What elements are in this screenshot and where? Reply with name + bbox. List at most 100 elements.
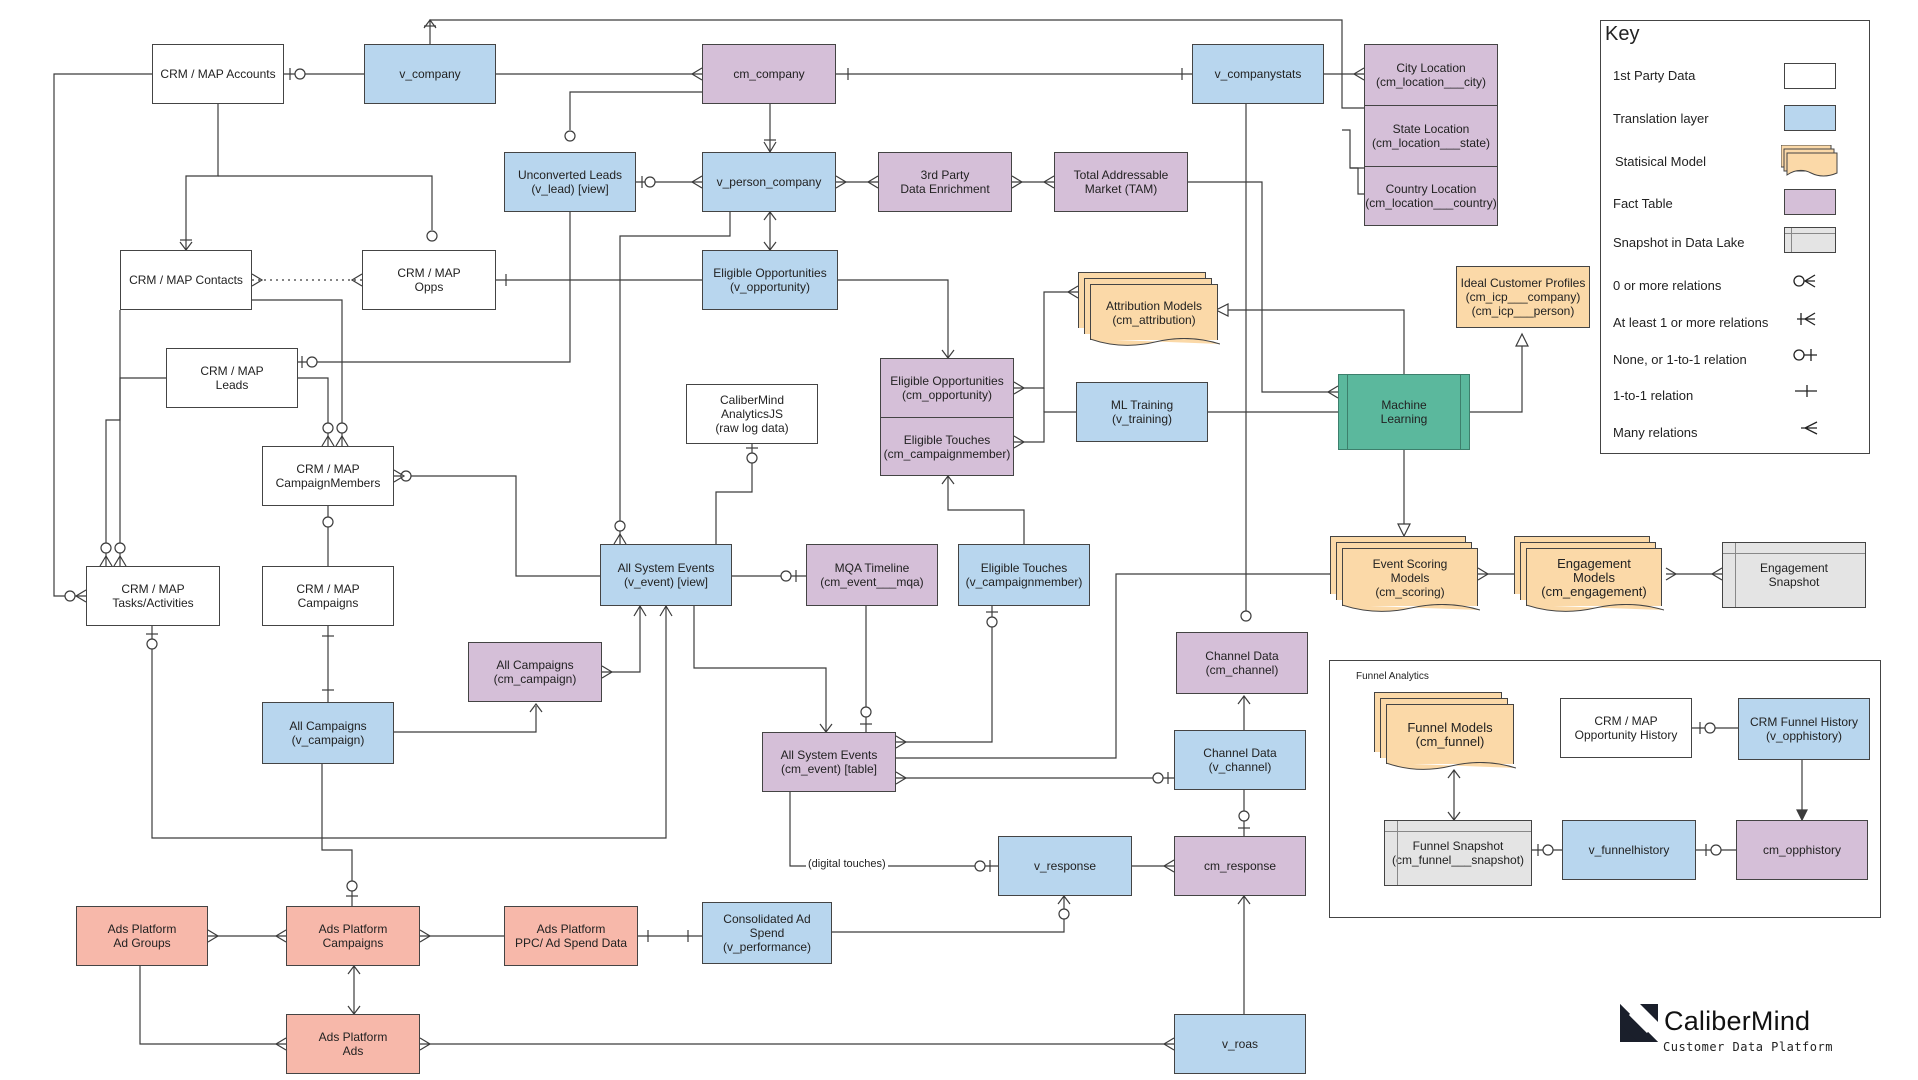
zero-marker	[336, 422, 348, 434]
eligible-touches-view-node[interactable]: Eligible Touches (v_campaignmember)	[958, 544, 1090, 606]
zero-marker	[1710, 844, 1722, 856]
node-label: (cm_campaign)	[493, 672, 577, 686]
analyticsjs-node[interactable]: CaliberMind AnalyticsJS (raw log data)	[686, 384, 818, 444]
zero-marker	[294, 68, 306, 80]
attribution-models-node[interactable]: Attribution Models (cm_attribution)	[1078, 272, 1220, 346]
zero-marker	[322, 516, 334, 528]
node-label: Unconverted Leads	[517, 168, 623, 182]
ideal-customer-profiles-node[interactable]: Ideal Customer Profiles (cm_icp___compan…	[1456, 266, 1590, 332]
doc-wave	[1342, 604, 1480, 612]
mqa-timeline-node[interactable]: MQA Timeline (cm_event___mqa)	[806, 544, 938, 606]
crm-leads-node[interactable]: CRM / MAP Leads	[166, 348, 298, 408]
doc-front: Ideal Customer Profiles (cm_icp___compan…	[1456, 266, 1590, 328]
cm-opphistory-node[interactable]: cm_opphistory	[1736, 820, 1868, 880]
location-fact-stack[interactable]: City Location (cm_location___city) State…	[1364, 44, 1498, 226]
all-campaigns-view-node[interactable]: All Campaigns (v_campaign)	[262, 702, 394, 764]
funnel-models-node[interactable]: Funnel Models (cm_funnel)	[1374, 692, 1516, 770]
zero-marker	[100, 542, 112, 554]
consolidated-ad-spend-node[interactable]: Consolidated Ad Spend (v_performance)	[702, 902, 832, 964]
zero-marker	[1238, 810, 1250, 822]
stack-divider	[1365, 105, 1497, 106]
eligible-opportunities-view-node[interactable]: Eligible Opportunities (v_opportunity)	[702, 250, 838, 310]
node-label: Ad Groups	[113, 936, 171, 950]
edge	[1014, 411, 1076, 443]
v-companystats-node[interactable]: v_companystats	[1192, 44, 1324, 104]
ads-ads-node[interactable]: Ads Platform Ads	[286, 1014, 420, 1074]
engagement-snapshot-node[interactable]: Engagement Snapshot	[1722, 542, 1866, 608]
node-label: (cm_location___country)	[1365, 196, 1497, 210]
node-label: (cm_event) [table]	[780, 762, 878, 776]
v-roas-node[interactable]: v_roas	[1174, 1014, 1306, 1074]
channel-data-fact-node[interactable]: Channel Data (cm_channel)	[1176, 632, 1308, 694]
edge	[298, 212, 571, 363]
crm-campaigns-node[interactable]: CRM / MAP Campaigns	[262, 566, 394, 626]
zero-marker	[1240, 610, 1252, 622]
node-label: CRM / MAP	[1594, 714, 1658, 728]
edge	[832, 896, 1065, 933]
node-label: Funnel Snapshot	[1412, 839, 1504, 853]
cm-response-node[interactable]: cm_response	[1174, 836, 1306, 896]
zero-marker	[1152, 772, 1164, 784]
event-scoring-models-node[interactable]: Event Scoring Models (cm_scoring)	[1330, 536, 1480, 612]
edge	[321, 764, 353, 906]
node-label: CaliberMind	[719, 393, 785, 407]
zero-marker	[64, 590, 76, 602]
edge	[947, 476, 1025, 544]
node-label: Learning	[1380, 412, 1428, 426]
all-system-events-view-node[interactable]: All System Events (v_event) [view]	[600, 544, 732, 606]
node-label: PPC/ Ad Spend Data	[514, 936, 628, 950]
crm-opportunity-history-node[interactable]: CRM / MAP Opportunity History	[1560, 698, 1692, 758]
crm-contacts-node[interactable]: CRM / MAP Contacts	[120, 250, 252, 310]
zero-or-one-icon	[1793, 349, 1817, 361]
node-label: (cm_campaignmember)	[883, 447, 1011, 461]
edge	[53, 73, 152, 597]
node-label: cm_company	[733, 67, 805, 81]
unconverted-leads-node[interactable]: Unconverted Leads (v_lead) [view]	[504, 152, 636, 212]
tam-node[interactable]: Total Addressable Market (TAM)	[1054, 152, 1188, 212]
node-label: Ideal Customer Profiles	[1460, 276, 1586, 290]
engagement-models-node[interactable]: Engagement Models (cm_engagement)	[1514, 536, 1664, 612]
legend-swatch-statistical	[1781, 145, 1838, 177]
ads-adgroups-node[interactable]: Ads Platform Ad Groups	[76, 906, 208, 966]
funnel-snapshot-node[interactable]: Funnel Snapshot (cm_funnel___snapshot)	[1384, 820, 1532, 886]
eligible-fact-stack[interactable]: Eligible Opportunities (cm_opportunity) …	[880, 358, 1014, 476]
v-response-node[interactable]: v_response	[998, 836, 1132, 896]
crm-accounts-node[interactable]: CRM / MAP Accounts	[152, 44, 284, 104]
node-label: MQA Timeline	[834, 561, 910, 575]
node-label: (cm_funnel___snapshot)	[1391, 853, 1525, 867]
snapshot-header-line	[1385, 831, 1531, 832]
node-label: cm_opphistory	[1762, 843, 1842, 857]
cm-company-node[interactable]: cm_company	[702, 44, 836, 104]
third-party-enrichment-node[interactable]: 3rd Party Data Enrichment	[878, 152, 1012, 212]
node-label: CRM / MAP	[200, 364, 264, 378]
all-system-events-fact-node[interactable]: All System Events (cm_event) [table]	[762, 732, 896, 792]
ads-campaigns-node[interactable]: Ads Platform Campaigns	[286, 906, 420, 966]
v-company-node[interactable]: v_company	[364, 44, 496, 104]
crm-tasks-node[interactable]: CRM / MAP Tasks/Activities	[86, 566, 220, 626]
all-campaigns-fact-node[interactable]: All Campaigns (cm_campaign)	[468, 642, 602, 702]
channel-data-view-node[interactable]: Channel Data (v_channel)	[1174, 730, 1306, 790]
legend-title: Key	[1605, 23, 1640, 45]
crm-campaignmembers-node[interactable]: CRM / MAP CampaignMembers	[262, 446, 394, 506]
node-label: Opportunity History	[1574, 728, 1678, 742]
edge	[569, 91, 702, 130]
node-label: (cm_opportunity)	[901, 388, 993, 402]
ads-ppc-node[interactable]: Ads Platform PPC/ Ad Spend Data	[504, 906, 638, 966]
state-location-cell: State Location (cm_location___state)	[1365, 106, 1497, 166]
crm-opps-node[interactable]: CRM / MAP Opps	[362, 250, 496, 310]
ml-training-node[interactable]: ML Training (v_training)	[1076, 382, 1208, 442]
node-label: 3rd Party	[920, 168, 970, 182]
funnel-analytics-title: Funnel Analytics	[1356, 671, 1429, 682]
relationship-markers	[64, 19, 1808, 1051]
funnel-analytics-group: Funnel Analytics	[1329, 660, 1881, 918]
node-label: CRM Funnel History	[1749, 715, 1859, 729]
zero-marker	[426, 230, 438, 242]
doc-front: Event Scoring Models (cm_scoring)	[1342, 548, 1480, 612]
node-label: Eligible Opportunities	[713, 266, 827, 280]
machine-learning-node[interactable]: Machine Learning	[1338, 374, 1470, 450]
v-funnelhistory-node[interactable]: v_funnelhistory	[1562, 820, 1696, 880]
node-label: Ads Platform	[107, 922, 177, 936]
node-label: Eligible Opportunities	[890, 374, 1004, 388]
crm-funnel-history-node[interactable]: CRM Funnel History (v_opphistory)	[1738, 698, 1870, 760]
v-person-company-node[interactable]: v_person_company	[702, 152, 836, 212]
